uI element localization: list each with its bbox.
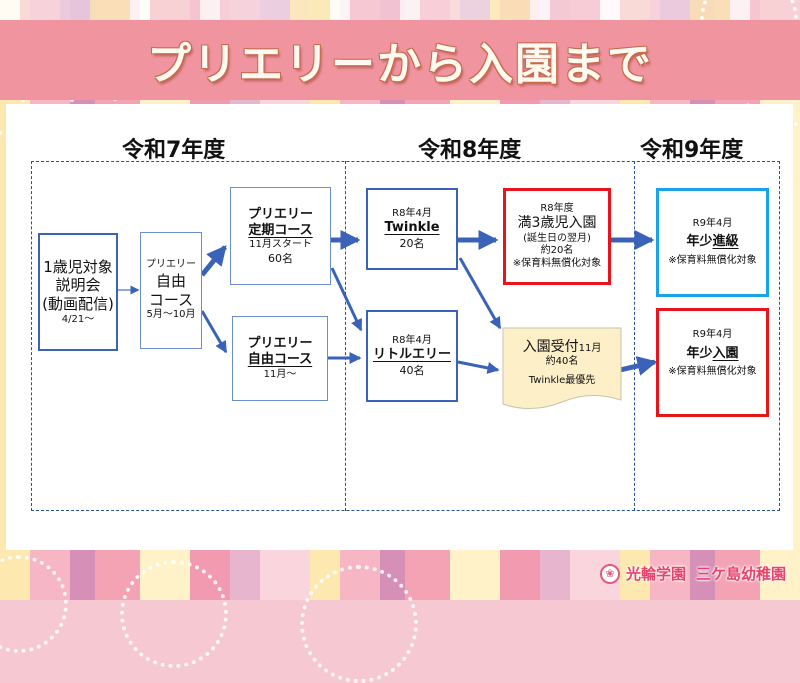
promotion-name: 年少進級 [686, 234, 738, 250]
free-early-period: 5月～10月 [146, 309, 196, 321]
little-name: リトルエリー [372, 347, 451, 363]
decor-dots [300, 565, 418, 683]
year-header-r7: 令和7年度 [122, 138, 226, 163]
little-date: R8年4月 [392, 334, 432, 346]
year-header-r9: 令和9年度 [640, 138, 744, 163]
node-twinkle: R8年4月 Twinkle 20名 [366, 188, 458, 270]
reception-month: 11月 [578, 342, 602, 354]
regular-line1: プリエリー [247, 206, 313, 222]
node-age3-entry: R8年度 満3歳児入園 (誕生日の翌月) 約20名 ※保育料無償化対象 [503, 188, 611, 285]
node-entry: R9年4月 年少入園 ※保育料無償化対象 [656, 308, 769, 417]
entry-name: 年少入園 [686, 346, 738, 362]
twinkle-date: R8年4月 [392, 207, 432, 219]
page-title: プリエリーから入園まで [147, 39, 653, 90]
free-late-line1: プリエリー [247, 336, 313, 351]
little-capacity: 40名 [399, 363, 425, 377]
promotion-name-plain: 年少 [686, 234, 713, 250]
node-free-course-early: プリエリー 自由 コース 5月～10月 [140, 232, 202, 349]
regular-start: 11月スタート [249, 239, 312, 251]
node-promotion: R9年4月 年少進級 ※保育料無償化対象 [656, 188, 769, 297]
age3-note2: ※保育料無償化対象 [512, 257, 602, 269]
briefing-date: 4/21～ [61, 313, 95, 325]
promotion-date: R9年4月 [692, 217, 733, 229]
free-early-sub: プリエリー [146, 259, 196, 271]
timeline-frame [31, 161, 780, 511]
footer-org: 光輪学園 [626, 565, 687, 583]
free-late-start: 11月～ [263, 368, 297, 380]
node-free-course-late: プリエリー 自由コース 11月～ [232, 316, 328, 401]
entry-note: ※保育料無償化対象 [668, 365, 757, 377]
free-late-line2: 自由コース [247, 352, 313, 368]
entry-name-plain: 年少 [686, 345, 713, 361]
year-divider-r7-r8 [345, 161, 346, 511]
tulip-icon: ❀ [600, 563, 620, 584]
year-divider-r8-r9 [634, 161, 635, 511]
free-early-line1: 自由 [155, 271, 186, 290]
title-band [0, 20, 800, 100]
footer-brand: ❀ 光輪学園 三ケ島幼稚園 [600, 563, 786, 584]
node-regular-course: プリエリー 定期コース 11月スタート 60名 [230, 187, 331, 285]
regular-line2: 定期コース [248, 222, 313, 238]
briefing-line2: 説明会 [55, 276, 101, 295]
reception-capacity: 約40名 [545, 356, 579, 368]
promotion-name-underlined: 進級 [712, 234, 739, 250]
briefing-line1: 1歳児対象 [43, 257, 113, 276]
reception-title: 入園受付11月 [523, 339, 602, 357]
entry-date: R9年4月 [692, 329, 733, 340]
age3-name: 満3歳児入園 [517, 215, 597, 232]
promotion-note: ※保育料無償化対象 [668, 254, 757, 266]
age3-capacity: 約20名 [540, 245, 574, 257]
node-little-early: R8年4月 リトルエリー 40名 [366, 310, 458, 402]
age3-date: R8年度 [540, 202, 574, 214]
node-briefing: 1歳児対象 説明会 (動画配信) 4/21～ [38, 233, 118, 351]
year-header-r8: 令和8年度 [418, 138, 522, 163]
decor-dots [120, 560, 228, 668]
regular-capacity: 60名 [268, 251, 293, 265]
reception-priority: Twinkle最優先 [528, 374, 596, 386]
node-enrollment-reception: 入園受付11月 約40名 Twinkle最優先 [503, 330, 621, 396]
reception-name: 入園受付 [522, 338, 579, 355]
age3-note1: (誕生日の翌月) [523, 232, 591, 244]
free-early-line2: コース [148, 290, 194, 309]
entry-name-underlined: 入園 [712, 345, 739, 361]
twinkle-name: Twinkle [384, 220, 440, 236]
twinkle-capacity: 20名 [399, 236, 425, 250]
briefing-line3: (動画配信) [42, 295, 114, 314]
footer-school: 三ケ島幼稚園 [696, 565, 787, 583]
